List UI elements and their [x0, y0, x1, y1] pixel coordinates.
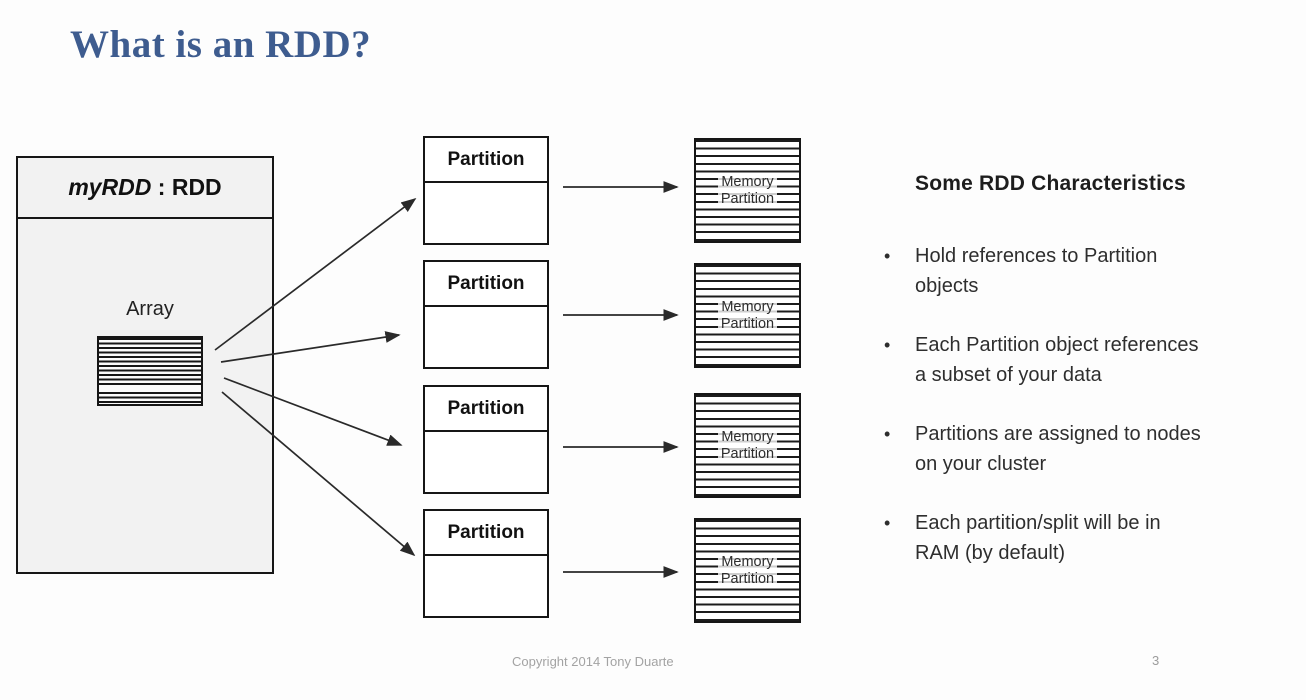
slide-title: What is an RDD? [70, 23, 372, 66]
bullet-text: Hold references to Partition objects [915, 245, 1158, 297]
memory-partition-box-1-line2: Partition [717, 190, 778, 208]
memory-partition-box-3: Memory Partition [694, 393, 801, 498]
characteristics-list: • Hold references to Partition objects •… [884, 242, 1276, 568]
bullet-text: Partitions are assigned to nodes on your… [915, 423, 1201, 475]
bullet-icon: • [884, 513, 891, 533]
partition-box-4-label: Partition [425, 511, 547, 556]
footer-copyright: Copyright 2014 Tony Duarte [512, 654, 674, 669]
list-item: • Each Partition object references a sub… [884, 331, 1276, 390]
bullet-icon: • [884, 246, 891, 266]
footer-page-number: 3 [1152, 653, 1160, 668]
array-data-block [97, 336, 203, 406]
memory-partition-box-2-line2: Partition [717, 315, 778, 333]
partition-box-3-label: Partition [425, 387, 547, 432]
bullet-icon: • [884, 424, 891, 444]
list-item: • Each partition/split will be in RAM (b… [884, 509, 1276, 568]
rdd-instance-name: myRDD [68, 174, 152, 200]
list-item: • Hold references to Partition objects [884, 242, 1276, 301]
list-item: • Partitions are assigned to nodes on yo… [884, 420, 1276, 479]
partition-box-1: Partition [423, 136, 549, 245]
bullet-icon: • [884, 335, 891, 355]
rdd-box-header: myRDD : RDD [18, 158, 272, 219]
rdd-type-name: : RDD [151, 174, 222, 200]
memory-partition-box-3-line2: Partition [717, 445, 778, 463]
array-label: Array [126, 298, 174, 320]
partition-box-2: Partition [423, 260, 549, 369]
partition-box-1-label: Partition [425, 138, 547, 183]
memory-partition-box-4-line2: Partition [717, 570, 778, 588]
memory-partition-box-4-line1: Memory [718, 553, 777, 571]
memory-partition-box-1: Memory Partition [694, 138, 801, 243]
memory-partition-box-2-line1: Memory [718, 298, 777, 316]
bullet-text: Each Partition object references a subse… [915, 334, 1199, 386]
memory-partition-box-1-line1: Memory [718, 173, 777, 191]
partition-box-3: Partition [423, 385, 549, 494]
characteristics-heading: Some RDD Characteristics [915, 172, 1186, 195]
memory-partition-box-3-line1: Memory [718, 428, 777, 446]
characteristics-panel: Some RDD Characteristics • Hold referenc… [884, 172, 1276, 598]
partition-box-2-label: Partition [425, 262, 547, 307]
memory-partition-box-2: Memory Partition [694, 263, 801, 368]
bullet-text: Each partition/split will be in RAM (by … [915, 512, 1161, 564]
partition-box-4: Partition [423, 509, 549, 618]
memory-partition-box-4: Memory Partition [694, 518, 801, 623]
